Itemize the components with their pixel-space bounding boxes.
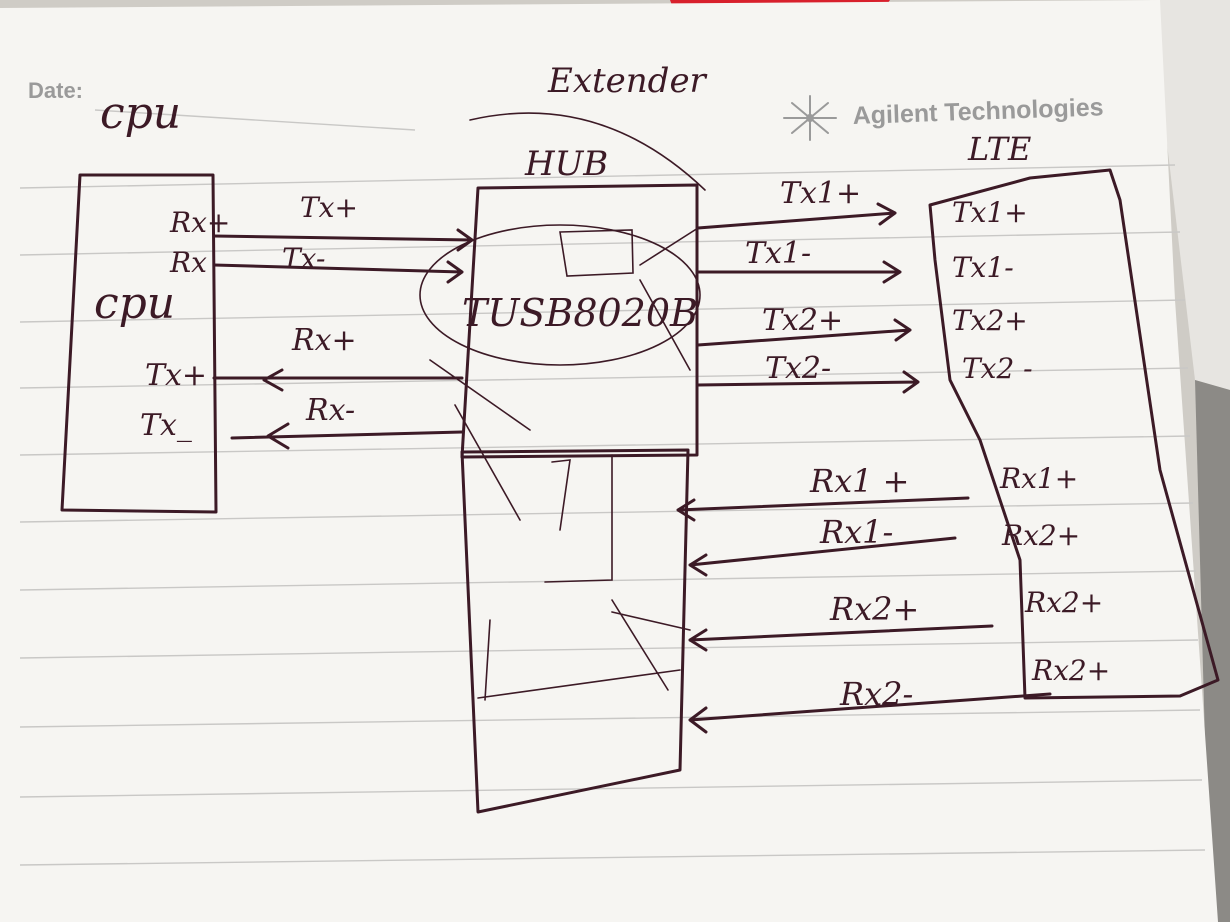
lte-label: LTE: [967, 130, 1031, 168]
cpu-pin-tx-plus: Tx+: [145, 358, 207, 393]
hub-diagonal-scribbles: [639, 227, 699, 371]
cpu-pin-tx-minus: Tx_: [140, 408, 192, 443]
wire-label-tx2-minus: Tx2-: [765, 351, 831, 386]
lte-box: [928, 168, 1220, 700]
top-arc-scribble: [469, 112, 706, 191]
hub-interior-lines-left: [429, 359, 531, 701]
chip-circle: [419, 224, 701, 366]
wire-label-rx-plus: Rx+: [291, 323, 357, 358]
lte-pin-rx1-plus: Rx1+: [999, 462, 1078, 495]
chip-outline: [559, 229, 634, 277]
hub-box: [460, 183, 699, 459]
wire-label-tx1-plus: Tx1+: [780, 176, 861, 211]
lte-pin-rx2-plus-a: Rx2+: [1001, 519, 1080, 552]
hub-interior-lines: [477, 599, 691, 699]
lte-pin-tx1-plus: Tx1+: [952, 196, 1028, 229]
cpu-pin-rx-plus: Rx+: [169, 206, 230, 239]
cpu-pin-rx: Rx: [169, 246, 207, 279]
cpu-box: [60, 173, 218, 514]
wire-label-rx1-minus: Rx1-: [819, 513, 893, 551]
lte-pin-rx2-plus-b: Rx2+: [1024, 586, 1103, 619]
wire-label-rx1-plus: Rx1 +: [809, 462, 909, 500]
wire-label-tx-minus: Tx-: [282, 242, 325, 275]
lte-pin-rx2-plus-c: Rx2+: [1031, 654, 1110, 687]
diagram-title: Extender: [547, 61, 708, 101]
wire-label-tx1-minus: Tx1-: [745, 236, 811, 271]
hub-lower-box: [460, 448, 690, 814]
lte-pin-tx2-minus: Tx2 -: [962, 352, 1033, 385]
wire-label-tx2-plus: Tx2+: [762, 303, 843, 338]
hub-lte-wires: [676, 202, 1052, 734]
lte-pin-tx2-plus: Tx2+: [952, 304, 1028, 337]
wire-label-rx2-minus: Rx2-: [839, 675, 913, 713]
wire-label-tx-plus: Tx+: [300, 191, 358, 224]
cpu-hub-wires: [212, 228, 474, 450]
hub-chip-label: TUSB8020B: [462, 291, 698, 335]
lte-pin-tx1-minus: Tx1-: [952, 251, 1014, 284]
hub-label: HUB: [524, 144, 608, 184]
date-value: cpu: [100, 88, 181, 139]
wire-label-rx-minus: Rx-: [305, 393, 355, 428]
starburst-icon: [783, 95, 837, 141]
hub-interior-path: [544, 454, 613, 583]
date-label: Date:: [28, 78, 83, 103]
hub-interior-mark: [551, 459, 571, 531]
cpu-label: cpu: [94, 278, 175, 329]
brand-name: Agilent Technologies: [852, 93, 1104, 130]
wire-label-rx2-plus: Rx2+: [829, 590, 919, 628]
